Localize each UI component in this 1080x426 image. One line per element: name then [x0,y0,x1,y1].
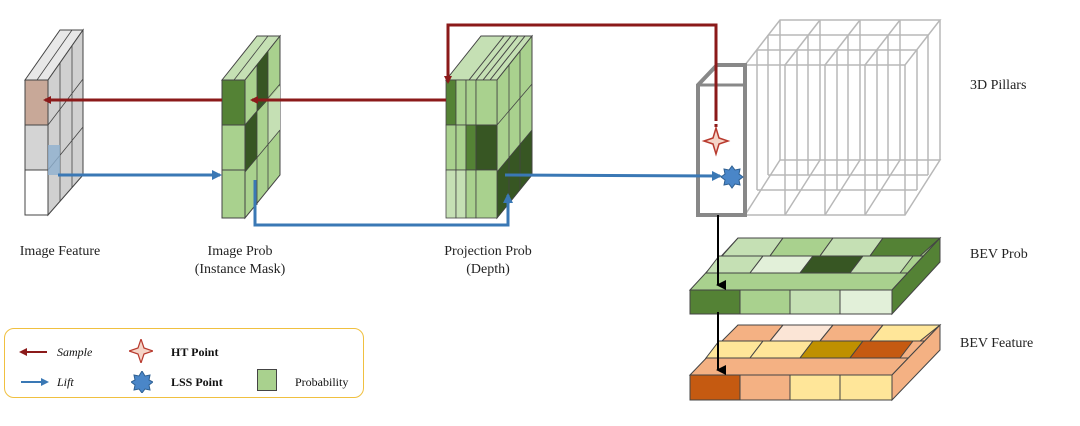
lss-point-legend-icon [131,371,153,393]
legend-sample-label: Sample [57,345,93,359]
image-prob-grid [220,34,282,220]
projection-prob-label: Projection Prob (Depth) [428,243,548,279]
sample-arrow-icon [19,348,47,356]
legend-lift-label: Lift [57,375,74,389]
lift-arrow-icon [21,378,49,386]
highlighted-pillar [696,63,747,217]
probability-swatch-icon [257,369,277,391]
legend-ht-point-label: HT Point [171,345,219,359]
projection-prob-grid [444,34,534,220]
sample-arrows [43,23,718,128]
lift-arrows [58,170,722,227]
image-prob-subtitle: (Instance Mask) [194,262,286,277]
image-prob-label: Image Prob (Instance Mask) [180,243,300,279]
image-feature-label: Image Feature [19,244,101,259]
bev-feature-grid [688,323,942,402]
ht-point-legend-icon [129,339,153,363]
bev-prob-label: BEV Prob [970,247,1028,262]
projection-prob-title: Projection Prob [444,244,532,259]
lss-point-star-icon [720,165,744,189]
image-prob-title: Image Prob [207,244,273,259]
image-feature-grid [24,28,84,217]
projection-prob-subtitle: (Depth) [466,262,510,277]
legend-probability-label: Probability [295,375,349,389]
legend-lss-point-label: LSS Point [171,375,223,389]
pillars-grid [743,19,942,216]
legend: Sample Lift HT Point LSS Point Probabili… [4,328,364,398]
pillars-label: 3D Pillars [970,78,1027,93]
bev-feature-label: BEV Feature [960,336,1034,351]
bev-prob-grid [688,236,942,316]
ht-point-star-icon [701,125,731,157]
